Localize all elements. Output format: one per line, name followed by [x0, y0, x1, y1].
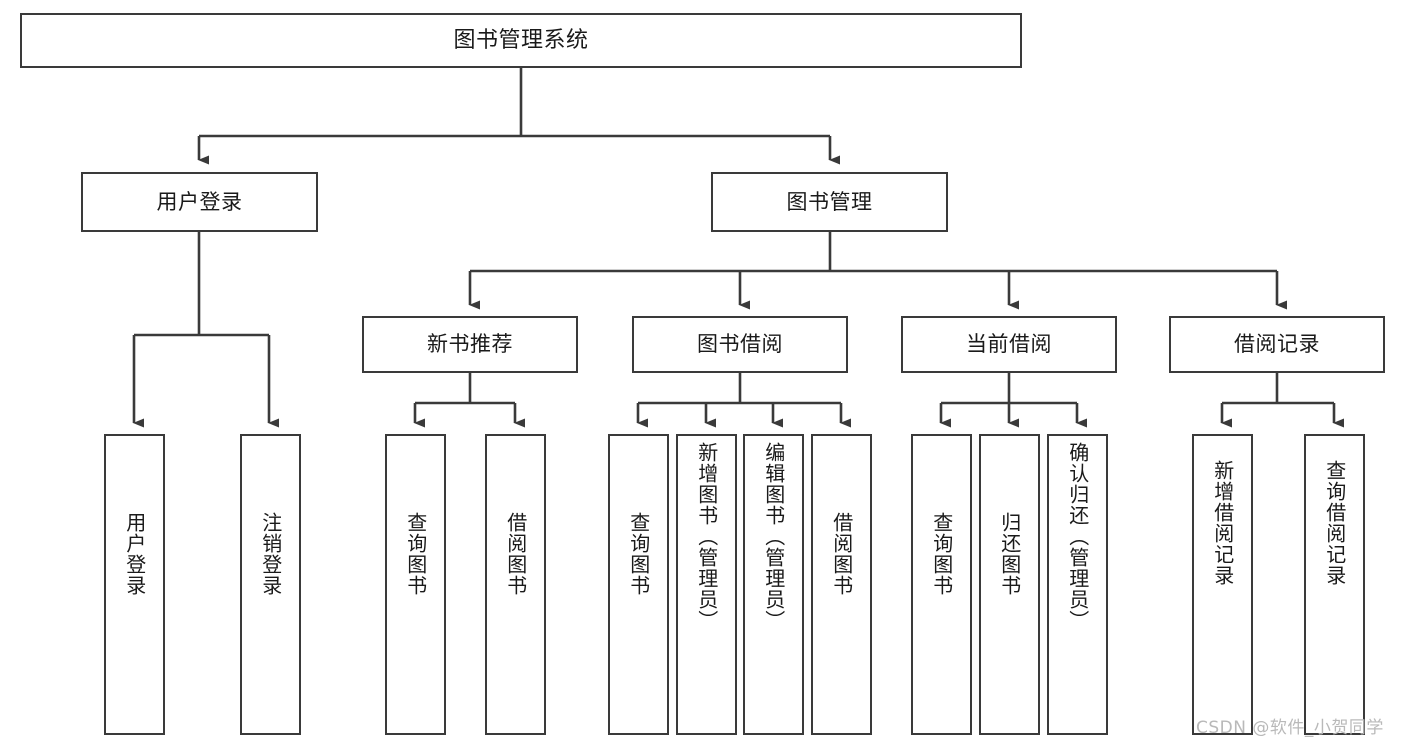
node-leaf-borrow-book-1[interactable]: 借阅图书	[485, 434, 546, 735]
node-label-leaf-add-record: 新增借阅记录	[1210, 460, 1235, 586]
node-label-leaf-return-book: 归还图书	[997, 512, 1022, 596]
node-label-leaf-edit-book: 编辑图书（管理员）	[761, 442, 786, 631]
node-book-management[interactable]: 图书管理	[711, 172, 948, 232]
node-label-leaf-borrow-book-1: 借阅图书	[503, 512, 528, 596]
node-label-leaf-query-book-1: 查询图书	[403, 512, 428, 596]
node-book-borrow[interactable]: 图书借阅	[632, 316, 848, 373]
node-label-leaf-query-book-3: 查询图书	[929, 512, 954, 596]
node-current-borrow[interactable]: 当前借阅	[901, 316, 1117, 373]
node-label-leaf-user-login: 用户登录	[122, 512, 147, 596]
node-leaf-confirm-return[interactable]: 确认归还（管理员）	[1047, 434, 1108, 735]
node-leaf-query-book-1[interactable]: 查询图书	[385, 434, 446, 735]
node-label-borrow-record: 借阅记录	[1234, 332, 1320, 357]
node-label-leaf-query-record: 查询借阅记录	[1322, 460, 1347, 586]
node-borrow-record[interactable]: 借阅记录	[1169, 316, 1385, 373]
node-label-leaf-borrow-book-2: 借阅图书	[829, 512, 854, 596]
node-user-login[interactable]: 用户登录	[81, 172, 318, 232]
node-label-leaf-logout-login: 注销登录	[258, 512, 283, 596]
csdn-watermark: CSDN @软件_小贺同学	[1196, 718, 1384, 738]
node-leaf-logout-login[interactable]: 注销登录	[240, 434, 301, 735]
node-root-system[interactable]: 图书管理系统	[20, 13, 1022, 68]
node-label-book-borrow: 图书借阅	[697, 332, 783, 357]
node-label-book-management: 图书管理	[786, 189, 873, 214]
node-leaf-query-record[interactable]: 查询借阅记录	[1304, 434, 1365, 735]
node-label-leaf-query-book-2: 查询图书	[626, 512, 651, 596]
node-label-current-borrow: 当前借阅	[966, 332, 1052, 357]
node-leaf-return-book[interactable]: 归还图书	[979, 434, 1040, 735]
node-leaf-query-book-2[interactable]: 查询图书	[608, 434, 669, 735]
node-leaf-edit-book[interactable]: 编辑图书（管理员）	[743, 434, 804, 735]
node-leaf-user-login[interactable]: 用户登录	[104, 434, 165, 735]
node-label-new-book-recommend: 新书推荐	[427, 332, 513, 357]
node-leaf-borrow-book-2[interactable]: 借阅图书	[811, 434, 872, 735]
node-leaf-query-book-3[interactable]: 查询图书	[911, 434, 972, 735]
node-new-book-recommend[interactable]: 新书推荐	[362, 316, 578, 373]
node-label-user-login: 用户登录	[156, 189, 243, 214]
node-leaf-add-record[interactable]: 新增借阅记录	[1192, 434, 1253, 735]
node-label-root-system: 图书管理系统	[453, 27, 589, 53]
node-leaf-add-book[interactable]: 新增图书（管理员）	[676, 434, 737, 735]
node-label-leaf-add-book: 新增图书（管理员）	[694, 442, 719, 631]
node-label-leaf-confirm-return: 确认归还（管理员）	[1065, 442, 1090, 631]
